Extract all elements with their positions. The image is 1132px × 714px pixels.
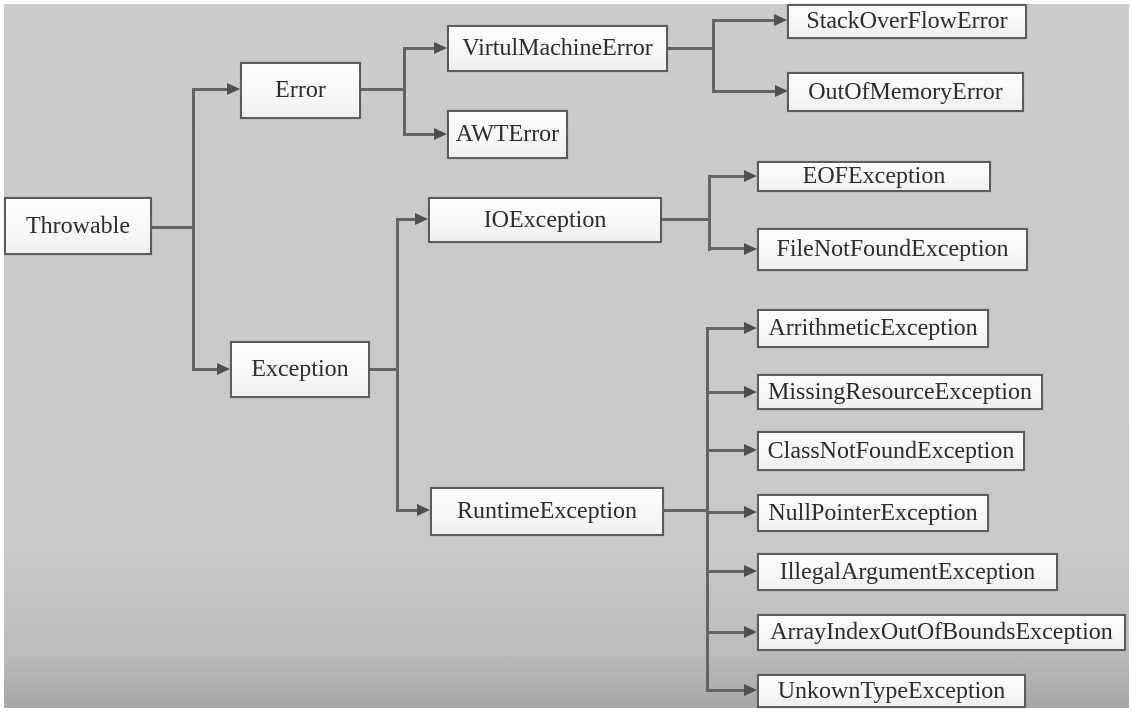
- connector-line-to-classnotfound: [708, 449, 745, 452]
- node-out-of-memory-error: OutOfMemoryError: [787, 72, 1024, 112]
- connector-line-to-illegalargument: [708, 570, 745, 573]
- connector-line-to-ioexception: [398, 218, 416, 221]
- connector-line-to-missingresource: [708, 391, 745, 394]
- node-io-exception: IOException: [428, 197, 662, 243]
- node-stack-overflow-error: StackOverFlowError: [787, 4, 1027, 39]
- connector-line-io-branch: [708, 175, 711, 251]
- node-exception: Exception: [230, 341, 370, 398]
- arrow-head-icon: [744, 386, 757, 398]
- arrow-head-icon: [744, 170, 757, 182]
- node-class-not-found-exception: ClassNotFoundException: [757, 431, 1025, 471]
- connector-line-to-eofexception: [710, 175, 745, 178]
- node-awt-error: AWTError: [447, 110, 568, 159]
- arrow-head-icon: [744, 506, 757, 518]
- node-missing-resource-exception: MissingResourceException: [757, 374, 1043, 410]
- arrow-head-icon: [434, 42, 447, 54]
- arrow-head-icon: [744, 565, 757, 577]
- arrow-head-icon: [744, 684, 757, 696]
- arrow-head-icon: [744, 626, 757, 638]
- connector-line-exception-branch: [396, 218, 399, 512]
- connector-line-to-exception: [194, 368, 218, 371]
- arrow-head-icon: [434, 128, 447, 140]
- connector-line-vm-branch: [712, 19, 715, 93]
- connector-line-runtime-out: [662, 509, 708, 512]
- connector-line-to-arrithmetic: [708, 327, 745, 330]
- connector-line-throwable-branch: [192, 88, 195, 371]
- arrow-head-icon: [217, 363, 230, 375]
- connector-line-throwable-out: [150, 226, 194, 229]
- node-illegal-argument-exception: IllegalArgumentException: [757, 553, 1058, 591]
- node-unkown-type-exception: UnkownTypeException: [757, 674, 1026, 708]
- connector-line-to-error: [194, 88, 228, 91]
- connector-line-error-out: [359, 88, 405, 91]
- connector-line-to-nullpointer: [708, 511, 745, 514]
- node-array-index-out-of-bounds-exception: ArrayIndexOutOfBoundsException: [757, 614, 1126, 651]
- arrow-head-icon: [774, 14, 787, 26]
- connector-line-to-outofmemoryerror: [714, 90, 776, 93]
- node-null-pointer-exception: NullPointerException: [757, 494, 989, 532]
- arrow-head-icon: [775, 85, 788, 97]
- connector-line-to-arrayindex: [708, 631, 745, 634]
- arrow-head-icon: [415, 213, 428, 225]
- connector-line-to-awterror: [405, 133, 435, 136]
- node-virtul-machine-error: VirtulMachineError: [447, 25, 668, 72]
- node-throwable: Throwable: [4, 197, 152, 255]
- connector-line-vm-out: [666, 47, 714, 50]
- connector-line-to-runtimeexception: [398, 509, 418, 512]
- connector-line-exception-out: [368, 368, 398, 371]
- arrow-head-icon: [227, 83, 240, 95]
- connector-line-to-unkowntype: [708, 689, 745, 692]
- node-eof-exception: EOFException: [757, 161, 991, 192]
- connector-line-to-stackoverflowerror: [714, 19, 775, 22]
- arrow-head-icon: [417, 504, 430, 516]
- connector-line-io-out: [660, 218, 710, 221]
- arrow-head-icon: [744, 322, 757, 334]
- connector-line-runtime-branch: [706, 327, 709, 692]
- connector-line-error-branch: [403, 47, 406, 136]
- node-runtime-exception: RuntimeException: [430, 487, 664, 536]
- connector-line-to-filenotfoundexception: [710, 247, 745, 250]
- arrow-head-icon: [744, 243, 757, 255]
- connector-line-to-virtulmachineerror: [405, 47, 435, 50]
- arrow-head-icon: [744, 444, 757, 456]
- node-file-not-found-exception: FileNotFoundException: [757, 228, 1028, 271]
- node-error: Error: [240, 62, 361, 119]
- node-arrithmetic-exception: ArrithmeticException: [757, 309, 989, 348]
